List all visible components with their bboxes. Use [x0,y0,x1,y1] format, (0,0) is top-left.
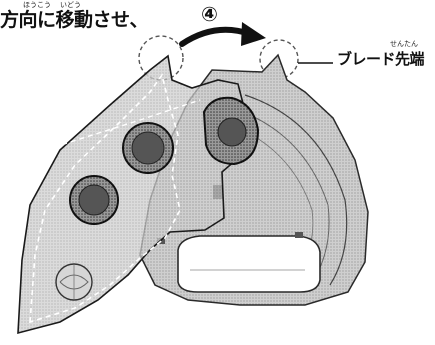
medal-slot-center [123,123,173,173]
medal-slot-left [70,176,118,224]
curved-arrow-right-icon [182,22,266,46]
round-gem [56,264,92,300]
